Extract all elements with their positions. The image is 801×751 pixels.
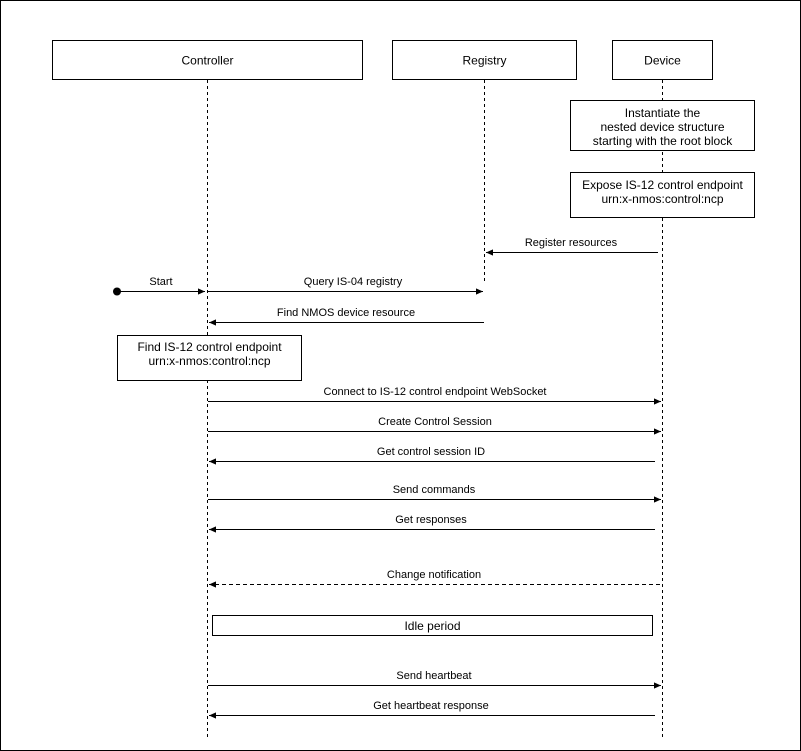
note-expose-endpoint: Expose IS-12 control endpoint urn:x-nmos…	[570, 172, 755, 218]
message-connect-label: Connect to IS-12 control endpoint WebSoc…	[324, 386, 547, 398]
idle-period-box: Idle period	[212, 615, 653, 636]
participant-device: Device	[612, 40, 713, 80]
message-query-label: Query IS-04 registry	[304, 276, 403, 288]
participant-registry-label: Registry	[462, 54, 506, 68]
message-start: Start	[113, 276, 205, 296]
message-get-session-id: Get control session ID	[209, 446, 655, 465]
message-query-registry: Query IS-04 registry	[208, 276, 483, 295]
message-create-session: Create Control Session	[208, 416, 661, 435]
message-change-notification: Change notification	[209, 569, 660, 588]
message-get-session-id-label: Get control session ID	[377, 446, 485, 458]
note-expose-line-2: urn:x-nmos:control:ncp	[601, 192, 723, 206]
note-find-endpoint: Find IS-12 control endpoint urn:x-nmos:c…	[117, 335, 302, 381]
message-connect-websocket: Connect to IS-12 control endpoint WebSoc…	[208, 386, 661, 405]
message-get-responses-label: Get responses	[395, 514, 467, 526]
participant-controller-label: Controller	[181, 54, 233, 68]
message-send-heartbeat-label: Send heartbeat	[396, 670, 471, 682]
message-get-heartbeat-response-label: Get heartbeat response	[373, 700, 489, 712]
note-instantiate-line-2: nested device structure	[600, 120, 724, 134]
message-register-resources: Register resources	[486, 237, 658, 256]
message-send-commands-label: Send commands	[393, 484, 476, 496]
note-instantiate-line-3: starting with the root block	[593, 134, 733, 148]
message-start-label: Start	[149, 276, 172, 288]
note-instantiate: Instantiate the nested device structure …	[570, 100, 755, 151]
message-register-label: Register resources	[525, 237, 618, 249]
participant-device-label: Device	[644, 54, 681, 68]
note-instantiate-line-1: Instantiate the	[625, 106, 701, 120]
note-find-line-2: urn:x-nmos:control:ncp	[148, 354, 270, 368]
participant-registry: Registry	[392, 40, 577, 80]
idle-period-label: Idle period	[404, 619, 460, 633]
message-send-commands: Send commands	[208, 484, 661, 503]
message-find-device-label: Find NMOS device resource	[277, 307, 415, 319]
note-find-line-1: Find IS-12 control endpoint	[137, 340, 282, 354]
participant-controller: Controller	[52, 40, 363, 80]
note-expose-line-1: Expose IS-12 control endpoint	[582, 178, 743, 192]
message-get-responses: Get responses	[209, 514, 655, 533]
message-find-device: Find NMOS device resource	[209, 307, 484, 326]
message-get-heartbeat-response: Get heartbeat response	[209, 700, 655, 719]
message-change-notification-label: Change notification	[387, 569, 481, 581]
message-send-heartbeat: Send heartbeat	[208, 670, 661, 689]
message-create-session-label: Create Control Session	[378, 416, 492, 428]
